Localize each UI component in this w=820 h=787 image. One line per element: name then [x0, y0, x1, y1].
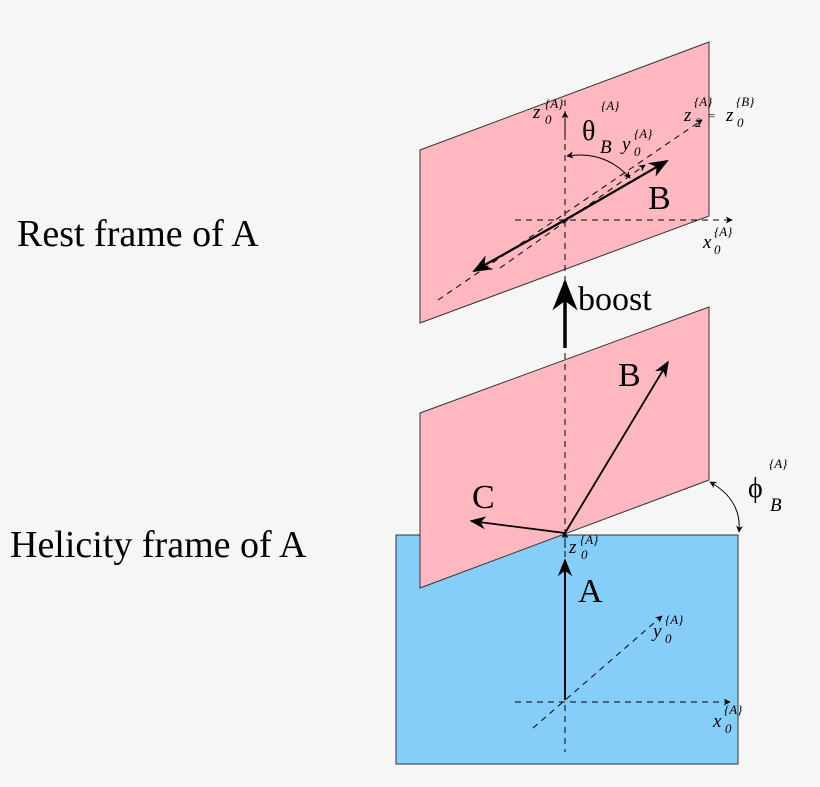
- helicity-y0-label: y: [651, 621, 662, 642]
- helicity-y0-sup: {A}: [665, 612, 684, 627]
- rest-B-arrow: [564, 160, 669, 221]
- label-A: A: [578, 573, 603, 610]
- rest-z0B-sub: 0: [737, 115, 744, 130]
- rest-z2-sub: 2: [695, 115, 702, 130]
- rest-z0-sup: {A}: [545, 96, 564, 111]
- rest-z2-sup: {A}: [694, 94, 713, 109]
- middle-C-arrow: [469, 516, 566, 534]
- helicity-x0-sup: {A}: [724, 702, 743, 717]
- helicity-y0-sub: 0: [665, 631, 672, 646]
- rest-equals: =: [707, 108, 716, 123]
- helicity-z0-sub: 0: [581, 547, 588, 562]
- label-B-top: B: [648, 180, 671, 217]
- helicity-x0-label: x: [712, 711, 722, 732]
- middle-B-arrow: [564, 360, 669, 534]
- rest-x0-sub: 0: [714, 242, 721, 257]
- rest-z0B-label: z: [725, 105, 734, 126]
- rest-x0-label: x: [702, 232, 712, 253]
- helicity-z0-sup: {A}: [580, 532, 599, 547]
- rest-y0-sup: {A}: [634, 126, 653, 141]
- rest-y0-label: y: [620, 134, 631, 155]
- rest-z0B-sup: {B}: [736, 94, 755, 109]
- label-C: C: [472, 479, 495, 516]
- helicity-x0-sub: 0: [725, 721, 732, 736]
- rest-frame-label: Rest frame of A: [17, 213, 259, 255]
- theta-sup: {A}: [601, 98, 620, 113]
- phi-sub: B: [770, 495, 782, 516]
- rest-y0-sub: 0: [634, 144, 641, 159]
- phi-arc: [709, 481, 744, 533]
- theta-symbol: θ: [582, 116, 595, 147]
- rest-z2-axis: [437, 119, 703, 301]
- phi-symbol: ϕ: [748, 473, 763, 504]
- middle-pink-plane: [419, 306, 710, 589]
- phi-sup: {A}: [769, 456, 788, 471]
- boost-label: boost: [578, 281, 652, 318]
- label-B-middle: B: [618, 357, 641, 394]
- theta-arc: [566, 151, 631, 179]
- rest-z0-sub: 0: [545, 112, 552, 127]
- helicity-frame-label: Helicity frame of A: [10, 524, 307, 566]
- helicity-z0-label: z: [568, 537, 577, 558]
- rest-z0-label: z: [532, 102, 541, 123]
- rest-z2-label: z: [683, 105, 692, 126]
- rest-x0-sup: {A}: [714, 224, 733, 239]
- theta-sub: B: [600, 137, 612, 158]
- rest-C-arrow: [472, 219, 566, 272]
